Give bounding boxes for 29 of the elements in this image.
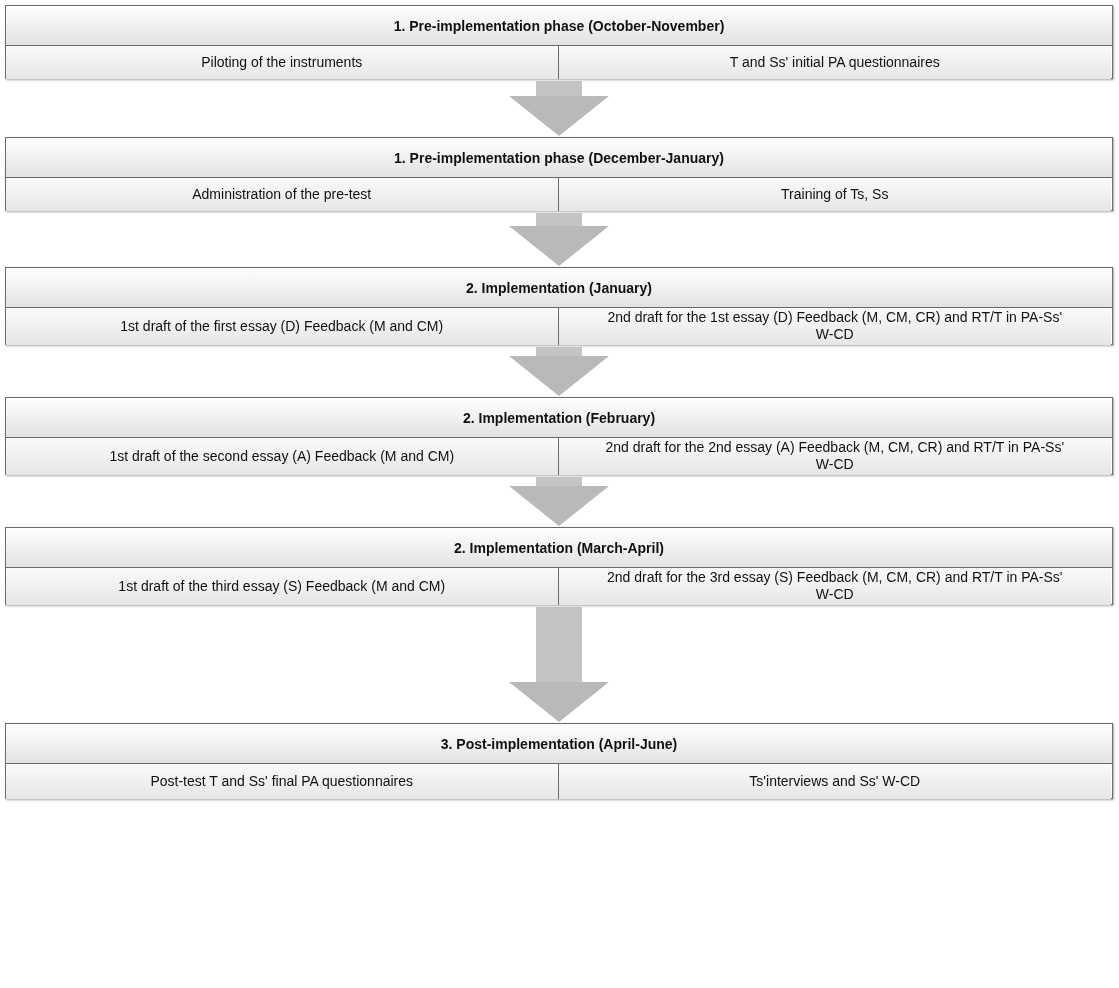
step-cell: Administration of the pre-test [6,178,559,211]
phase-heading: 3. Post-implementation (April-June) [6,724,1112,764]
step-cell: 1st draft of the first essay (D) Feedback (M and CM) [6,308,559,345]
phase-panel [5,397,1113,475]
step-cell: Post-test T and Ss' final PA questionnaires [6,764,559,799]
arrow [509,607,609,722]
step-cell: 1st draft of the second essay (A) Feedback (M and CM) [6,438,559,475]
step-cell: 2nd draft for the 1st essay (D) Feedback (M, CM, CR) and RT/T in PA-Ss' W-CD [558,308,1111,345]
phase-heading: 2. Implementation (February) [6,398,1112,438]
phase-panel [5,723,1113,799]
arrow [509,213,609,266]
step-cell: T and Ss' initial PA questionnaires [558,46,1111,79]
phase-panel [5,5,1113,79]
phase-heading: 2. Implementation (January) [6,268,1112,308]
step-cell: 1st draft of the third essay (S) Feedback (M and CM) [6,568,559,605]
phase-heading: 2. Implementation (March-April) [6,528,1112,568]
step-cell: 2nd draft for the 2nd essay (A) Feedback (M, CM, CR) and RT/T in PA-Ss' W-CD [558,438,1111,475]
step-cell: Training of Ts, Ss [558,178,1111,211]
phase-panel [5,267,1113,345]
step-cell: 2nd draft for the 3rd essay (S) Feedback (M, CM, CR) and RT/T in PA-Ss' W-CD [558,568,1111,605]
phase-panel [5,527,1113,605]
arrow [509,347,609,396]
step-cell: Piloting of the instruments [6,46,559,79]
step-cell: Ts'interviews and Ss' W-CD [558,764,1111,799]
phase-panel [5,137,1113,211]
arrow [509,477,609,526]
phase-heading: 1. Pre-implementation phase (December-January) [6,138,1112,178]
arrow [509,81,609,136]
phase-heading: 1. Pre-implementation phase (October-November) [6,6,1112,46]
